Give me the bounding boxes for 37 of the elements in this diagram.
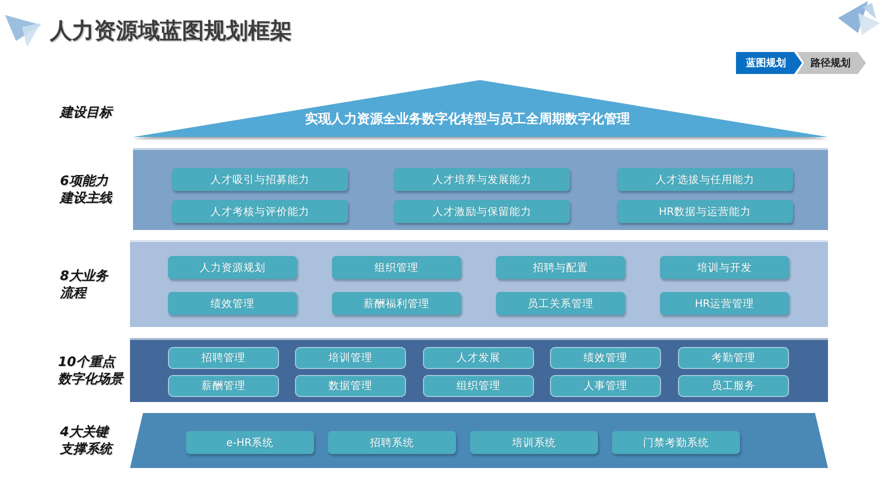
layer-heading: 10个重点数字化场景 <box>58 354 124 388</box>
scenario-card: 组织管理 <box>423 375 534 397</box>
scenario-card: 人事管理 <box>550 375 661 397</box>
capability-card: 人才吸引与招募能力 <box>172 168 348 191</box>
system-card: 培训系统 <box>470 431 598 454</box>
step-tab: 路径规划 <box>797 52 866 74</box>
step-tab: 蓝图规划 <box>736 52 802 74</box>
capability-card: HR数据与运营能力 <box>617 200 793 223</box>
process-card: HR运营管理 <box>660 292 789 315</box>
capability-card: 人才培养与发展能力 <box>394 168 570 191</box>
system-card: e-HR系统 <box>186 431 314 454</box>
capability-card: 人才选拔与任用能力 <box>617 168 793 191</box>
scenario-card: 薪酬管理 <box>168 375 279 397</box>
layer-heading: 4大关键支撑系统 <box>60 424 113 458</box>
process-card: 人力资源规划 <box>168 256 297 279</box>
process-card: 组织管理 <box>332 256 461 279</box>
capability-card: 人才考核与评价能力 <box>172 200 348 223</box>
scenario-card: 员工服务 <box>678 375 789 397</box>
layer-heading: 8大业务流程 <box>60 268 110 302</box>
system-card: 门禁考勤系统 <box>612 431 740 454</box>
process-card: 招聘与配置 <box>496 256 625 279</box>
process-card: 薪酬福利管理 <box>332 292 461 315</box>
page-title: 人力资源域蓝图规划框架 <box>50 18 292 46</box>
process-card: 培训与开发 <box>660 256 789 279</box>
scenario-card: 招聘管理 <box>168 347 279 369</box>
process-card: 绩效管理 <box>168 292 297 315</box>
scenario-card: 人才发展 <box>423 347 534 369</box>
scenario-card: 数据管理 <box>295 375 406 397</box>
goal-text: 实现人力资源全业务数字化转型与员工全周期数字化管理 <box>305 111 630 128</box>
scenario-card: 考勤管理 <box>678 347 789 369</box>
layer-heading: 建设目标 <box>60 104 112 122</box>
capability-card: 人才激励与保留能力 <box>394 200 570 223</box>
scenario-card: 培训管理 <box>295 347 406 369</box>
process-card: 员工关系管理 <box>496 292 625 315</box>
system-card: 招聘系统 <box>328 431 456 454</box>
scenario-card: 绩效管理 <box>550 347 661 369</box>
layer-heading: 6项能力建设主线 <box>60 173 113 207</box>
